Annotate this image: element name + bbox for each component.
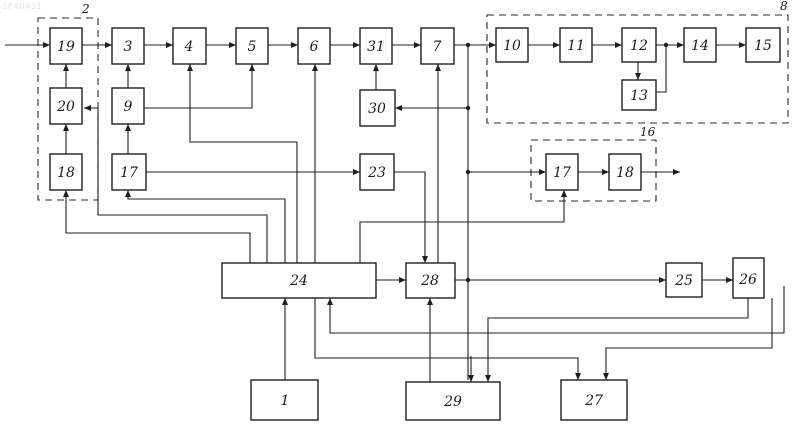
block-20-label: 17 <box>120 165 138 181</box>
block-22-label: 19 <box>57 39 75 55</box>
block-10: 10 <box>496 28 528 62</box>
block-9: 9 <box>112 88 144 124</box>
block-5-label: 5 <box>248 39 257 55</box>
block-21-label: 18 <box>57 165 75 181</box>
block-15: 15 <box>746 28 780 62</box>
block-23: 20 <box>50 88 82 124</box>
block-24: 24 <box>222 263 376 298</box>
block-12: 12 <box>622 28 656 62</box>
block-25: 25 <box>666 263 702 297</box>
group-8-label: 8 <box>780 0 788 13</box>
block-11-label: 11 <box>567 38 585 54</box>
block-20: 17 <box>112 154 146 190</box>
block-26: 26 <box>733 258 764 298</box>
block-3-label: 3 <box>124 39 133 55</box>
block-19-label: 23 <box>367 165 386 181</box>
block-17-label: 17 <box>553 165 571 181</box>
block-23-label: 20 <box>56 99 75 115</box>
block-3: 3 <box>112 28 144 64</box>
block-19: 23 <box>360 154 394 190</box>
block-11: 11 <box>560 28 592 62</box>
block-6: 6 <box>298 28 330 64</box>
block-30-label: 30 <box>368 101 386 117</box>
block-28-label: 28 <box>420 273 439 289</box>
block-12-label: 12 <box>630 38 648 54</box>
watermark: 1640431 <box>2 2 42 12</box>
block-5: 5 <box>236 28 268 64</box>
block-21: 18 <box>50 154 82 190</box>
block-9-label: 9 <box>124 99 133 115</box>
block-26-label: 26 <box>738 272 757 288</box>
block-14-label: 14 <box>691 38 709 54</box>
block-31: 31 <box>360 28 392 64</box>
block-28: 28 <box>406 263 455 298</box>
block-14: 14 <box>684 28 716 62</box>
block-29: 29 <box>406 382 500 420</box>
block-1-label: 1 <box>281 393 290 409</box>
block-7: 7 <box>421 28 454 64</box>
block-29-label: 29 <box>443 394 462 410</box>
block-31-label: 31 <box>367 39 385 55</box>
block-13-label: 13 <box>630 88 648 104</box>
block-17: 17 <box>546 154 578 190</box>
block-13: 13 <box>622 80 656 110</box>
block-27-label: 27 <box>584 393 603 409</box>
block-22: 19 <box>50 28 82 64</box>
block-15-label: 15 <box>754 38 772 54</box>
group-2-label: 2 <box>81 2 90 16</box>
block-27: 27 <box>561 380 627 420</box>
block-10-label: 10 <box>503 38 521 54</box>
block-1: 1 <box>251 380 318 420</box>
block-4: 4 <box>173 28 206 64</box>
block-24-label: 24 <box>289 273 308 289</box>
block-18: 18 <box>609 154 641 190</box>
block-18-label: 18 <box>616 165 634 181</box>
block-25-label: 25 <box>674 273 693 289</box>
block-30: 30 <box>360 90 395 126</box>
block-4-label: 4 <box>184 39 194 55</box>
group-16-label: 16 <box>640 125 656 139</box>
block-6-label: 6 <box>310 39 319 55</box>
block-7-label: 7 <box>433 39 442 55</box>
